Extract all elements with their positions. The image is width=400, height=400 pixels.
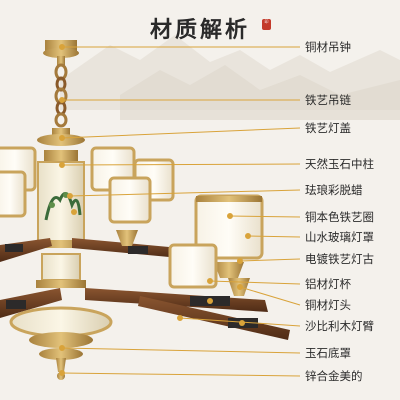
lower-wood-arms (0, 288, 290, 340)
mid-right-shade (168, 243, 218, 289)
label-jade-column: 天然玉石中柱 (305, 157, 374, 171)
label-jade-bottom: 玉石底罩 (305, 346, 351, 360)
upper-shades (0, 146, 175, 224)
label-iron-chain: 铁艺吊链 (305, 93, 351, 107)
label-zinc-alloy: 锌合金美的 (305, 369, 363, 383)
leader-lines (59, 44, 301, 377)
right-shade (194, 194, 264, 278)
iron-chain (54, 63, 68, 128)
label-enamel: 珐琅彩脱蜡 (305, 183, 363, 197)
label-copper-lamp-head: 铜材灯头 (305, 298, 351, 312)
jade-column (36, 150, 86, 248)
label-glass-shade: 山水玻璃灯罩 (305, 230, 374, 244)
page-title: 材质解析 (150, 17, 251, 43)
label-iron-ring: 铜本色铁艺圈 (305, 210, 374, 224)
jade-bottom (9, 253, 113, 380)
label-aluminum-cup: 铝材灯杯 (305, 277, 351, 291)
label-wood-arm: 沙比利木灯臂 (305, 319, 374, 333)
upper-wood-arms (0, 238, 180, 262)
label-copper-canopy: 铜材吊钟 (305, 40, 351, 54)
brass-canopy (43, 40, 79, 66)
label-iron-cap: 铁艺灯盖 (305, 121, 351, 135)
label-plated-iron: 电镀铁艺灯古 (305, 252, 374, 266)
red-seal-stamp: 印 (262, 19, 271, 30)
